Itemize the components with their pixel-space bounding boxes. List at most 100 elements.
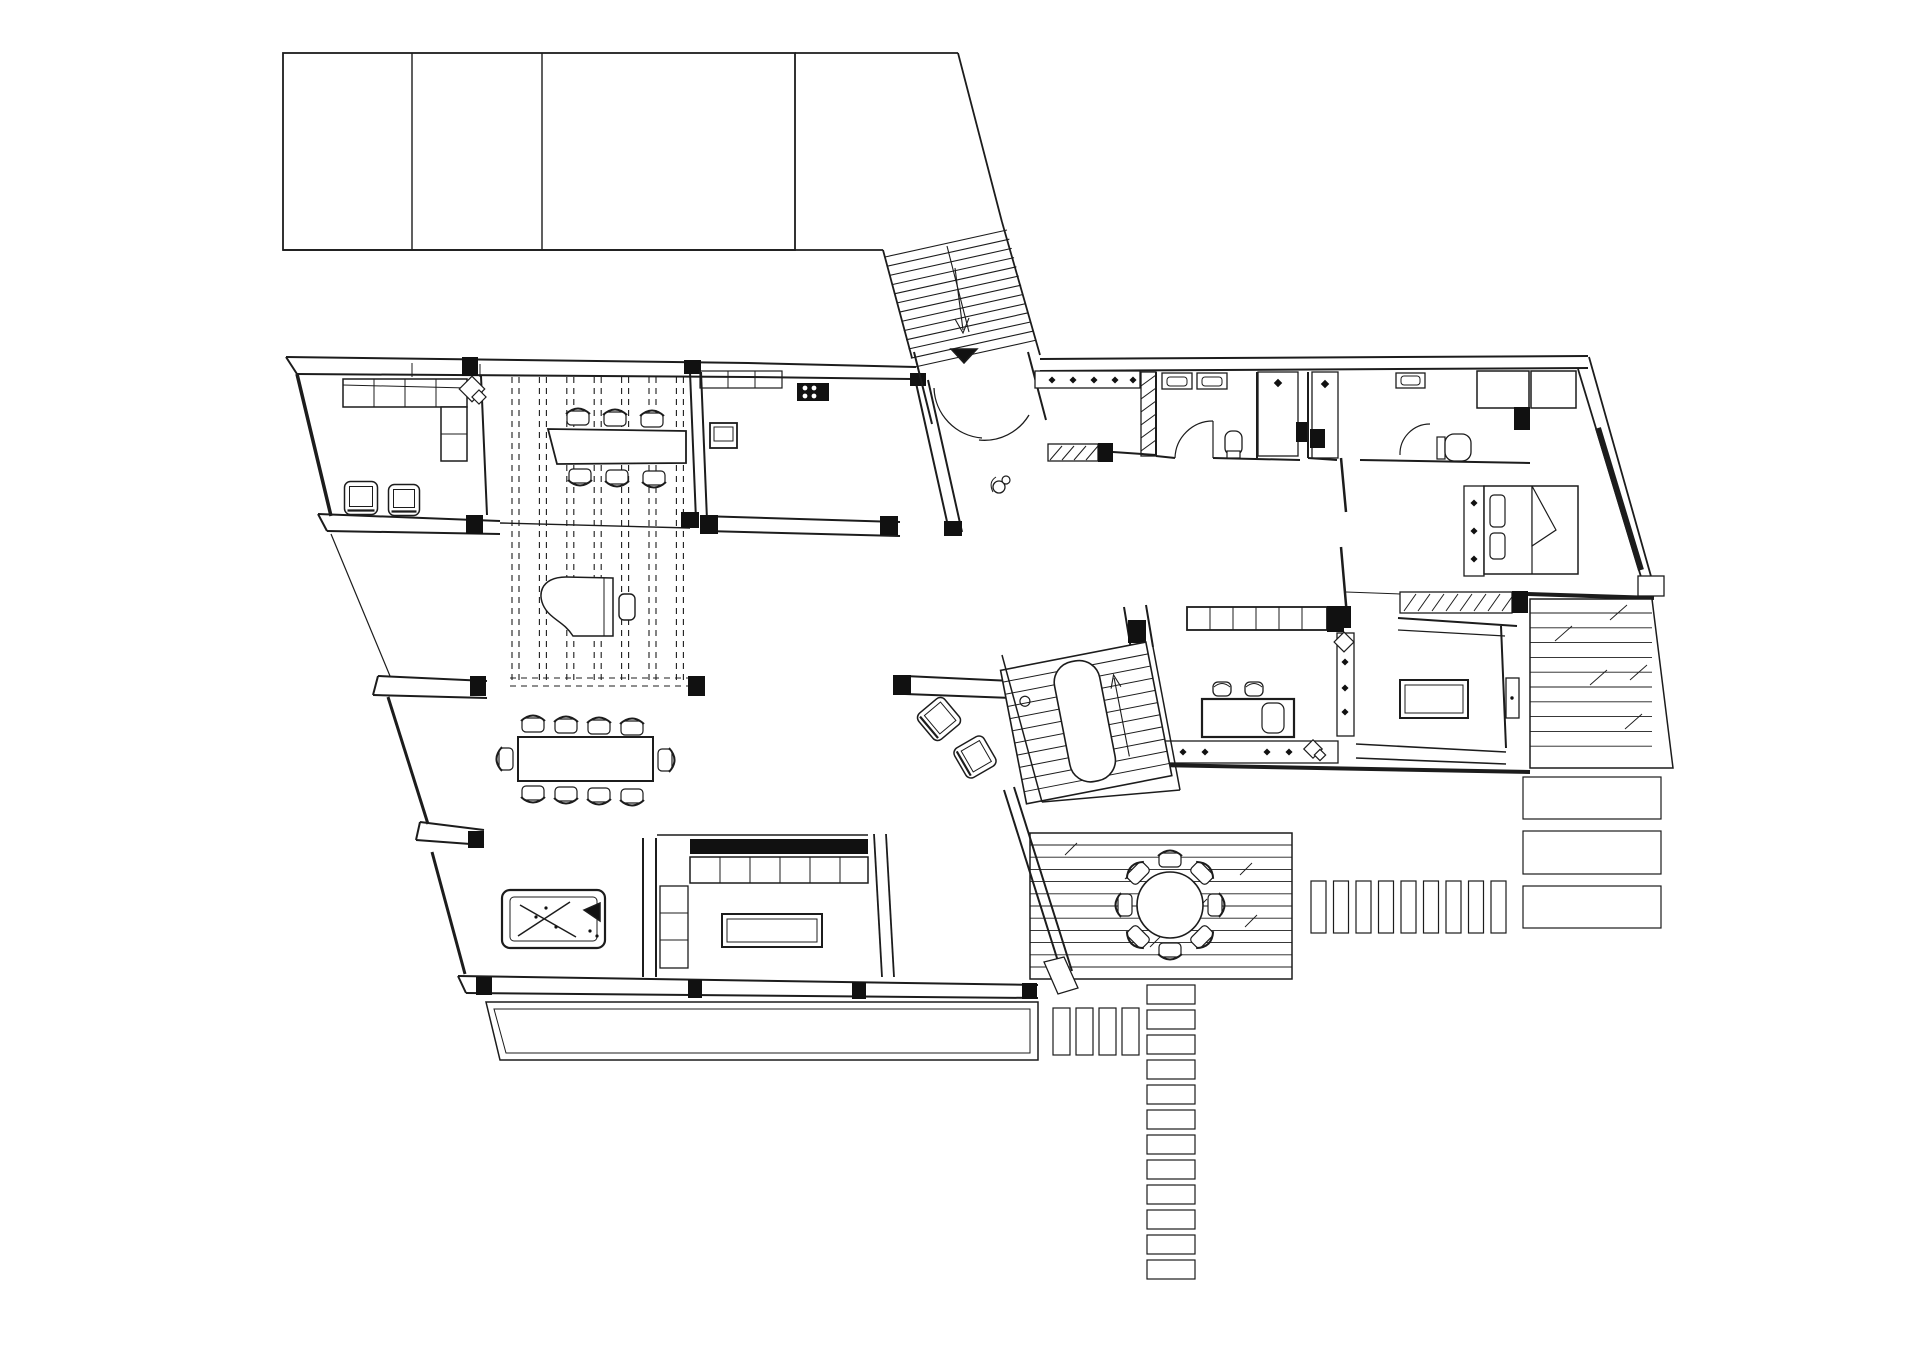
bath1-sink-basin (1166, 376, 1188, 387)
hallB-wall-outer (904, 675, 1013, 682)
bed-frame (1483, 485, 1579, 575)
leftroom-bottom-wall-cap (317, 513, 328, 532)
wall-column (466, 515, 483, 534)
corridor-window-band (1034, 370, 1141, 389)
east-deck-ticks (1554, 625, 1643, 730)
bedroom2-west-stub (1339, 546, 1349, 617)
wall-column (688, 676, 705, 696)
decor-diamond (1313, 748, 1327, 762)
foyer-plant-leaf (990, 476, 997, 493)
bedroom2-inner-wall-top (1397, 617, 1518, 627)
leftwing-top-wall-inner (296, 373, 749, 378)
bed-pillow (1489, 494, 1506, 528)
east-facade-window-black (1595, 427, 1644, 571)
lounge-armchair (916, 696, 962, 742)
wall-column (1512, 591, 1528, 613)
bath1-door-swing (1174, 420, 1214, 459)
media-east-wall-b (885, 833, 895, 978)
chair (639, 409, 665, 428)
dining-north-wall-outer (377, 675, 488, 682)
dining-chair (520, 785, 546, 804)
line (908, 321, 1031, 350)
rect (1377, 880, 1395, 934)
entry-direction-triangle (949, 348, 979, 365)
rect (1098, 1007, 1117, 1056)
pool-ball (554, 925, 558, 929)
foyer-plant (1001, 475, 1011, 485)
rect (1146, 1259, 1196, 1280)
media-table-inner (726, 918, 818, 943)
garage-outline (282, 52, 796, 251)
rect (1121, 1007, 1140, 1056)
wardrobe-diamond (1273, 378, 1283, 388)
headboard-diamond (1470, 555, 1478, 563)
media-sideboard (689, 856, 869, 884)
bath2-door-swing (1399, 423, 1431, 456)
bridge-hatch-ticks (1403, 593, 1515, 612)
pool-ball (544, 906, 548, 910)
toilet-icon (1444, 433, 1472, 462)
decor-diamond (471, 389, 487, 405)
wall-column (681, 512, 699, 528)
line (1085, 445, 1099, 461)
wardrobe-diamond (1341, 708, 1349, 716)
dining-chair (586, 716, 612, 735)
wall-column (700, 515, 718, 534)
rect (1467, 880, 1485, 934)
line (1140, 400, 1157, 413)
east-plank-row (1310, 880, 1507, 934)
media-north-wall-black (690, 839, 868, 854)
bedroom2-inner-wall-offset (1397, 629, 1506, 637)
bath1-south-wall (1212, 457, 1301, 461)
long-table (546, 428, 687, 465)
rect (1146, 1209, 1196, 1230)
upper-terrace-slant-edge (957, 52, 1003, 223)
bedroom2-south-wall-b (1355, 757, 1507, 765)
line (1140, 374, 1157, 387)
line (1061, 445, 1075, 461)
line (1244, 914, 1258, 928)
rect (1400, 880, 1417, 934)
stair-boundary (1152, 646, 1181, 791)
leftwing-top-wall-outer (285, 356, 749, 364)
toilet-tank (1226, 450, 1241, 459)
line (1629, 664, 1648, 681)
rect (1422, 880, 1440, 934)
pool-ball (595, 934, 599, 938)
bedroom2-south-wall-a (1355, 743, 1507, 753)
bedroom2-north-facade (1527, 592, 1655, 600)
closet-box (1476, 370, 1530, 409)
rect (1146, 1184, 1196, 1205)
chair (641, 470, 667, 489)
east-deck-ticks (1609, 604, 1648, 681)
corridor-edge (1112, 451, 1157, 456)
void-east-wall-b (700, 371, 708, 521)
chair (565, 407, 591, 426)
dining-chair (553, 786, 579, 805)
rect (1146, 1009, 1196, 1030)
east-deck-planks (1530, 612, 1652, 747)
rect (1146, 1034, 1196, 1055)
line (1140, 426, 1157, 439)
line (1239, 862, 1253, 876)
east-step-bar (1522, 776, 1662, 820)
headboard-diamond (1470, 527, 1478, 535)
line (913, 339, 1036, 368)
lounge-armchair (953, 735, 997, 779)
line (1554, 625, 1573, 642)
wall-column (1310, 429, 1325, 448)
wall-column (893, 675, 911, 695)
rect (1146, 1059, 1196, 1080)
south-facade-thick (1154, 763, 1531, 774)
bridge-hatch-strip (1399, 591, 1513, 614)
hallA-wall-outer (699, 515, 901, 523)
east-step-bar (1522, 830, 1662, 875)
rect (1146, 1109, 1196, 1130)
headboard-diamond (1470, 499, 1478, 507)
interior-stair-rail (1053, 659, 1117, 783)
rect (1490, 880, 1507, 934)
dining-chair (520, 714, 546, 733)
pool-ball (534, 915, 538, 919)
south-terrace-outer (485, 1001, 1039, 1061)
bar-stool (1244, 681, 1264, 697)
